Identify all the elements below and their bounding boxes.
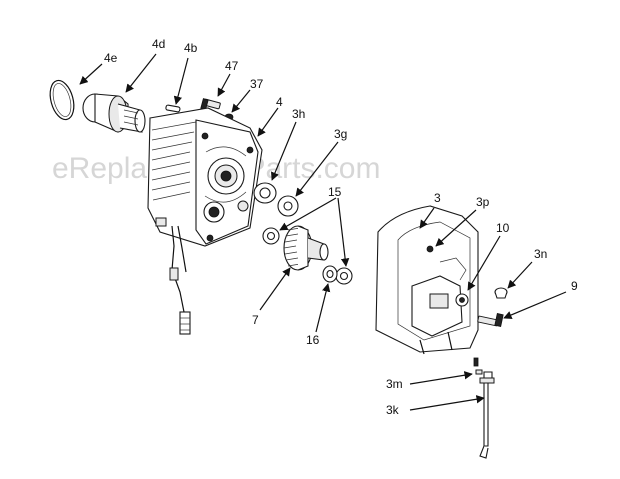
label-4b: 4b [184, 41, 198, 55]
label-10: 10 [496, 221, 510, 235]
label-4d: 4d [152, 37, 165, 51]
label-3p: 3p [476, 195, 490, 209]
part-15-washer-right[interactable] [335, 267, 353, 285]
part-3-front-cover[interactable] [375, 205, 479, 355]
label-3n: 3n [534, 247, 547, 261]
label-3: 3 [434, 191, 441, 205]
part-7-gear[interactable] [283, 225, 329, 271]
label-3k: 3k [386, 403, 400, 417]
label-3h: 3h [292, 107, 305, 121]
part-3k-link-rod[interactable] [479, 371, 495, 459]
label-37: 37 [250, 77, 264, 91]
part-4e-snap-ring[interactable] [46, 78, 78, 122]
leader-lines [79, 53, 567, 411]
part-3m-pin[interactable] [473, 357, 483, 375]
part-3g-washer[interactable] [277, 195, 299, 217]
part-15-washer-left[interactable] [262, 227, 280, 245]
label-7: 7 [252, 313, 259, 327]
part-4b-dowel-pin[interactable] [165, 104, 181, 113]
label-15: 15 [328, 185, 342, 199]
label-3g: 3g [334, 127, 347, 141]
part-16-washer[interactable] [322, 265, 338, 283]
part-4-gear-housing[interactable] [147, 107, 263, 335]
part-9-screw[interactable] [477, 313, 504, 327]
part-3n-cap[interactable] [494, 287, 508, 299]
label-3m: 3m [386, 377, 403, 391]
part-4d-shaft-bearing[interactable] [82, 93, 146, 133]
label-47: 47 [225, 59, 239, 73]
part-3h-washer[interactable] [253, 182, 277, 204]
label-4e: 4e [104, 51, 118, 65]
callout-labels: 4e 4d 4b 47 37 4 3h 3g 15 7 16 3 3p 10 3… [104, 37, 578, 417]
label-9: 9 [571, 279, 578, 293]
label-4: 4 [276, 95, 283, 109]
part-47-screw[interactable] [200, 98, 221, 111]
label-16: 16 [306, 333, 320, 347]
